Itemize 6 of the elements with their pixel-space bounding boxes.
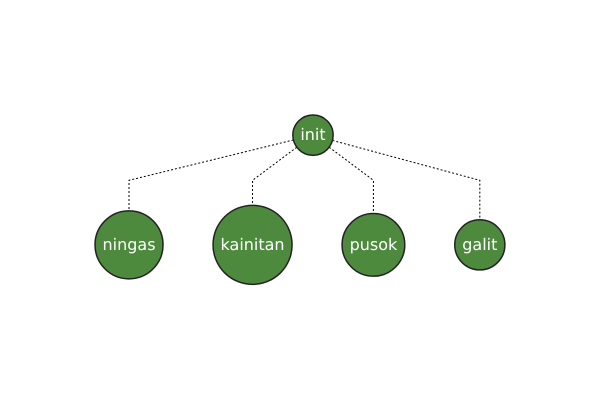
connector: [128, 140, 294, 212]
node-circle: pusok: [341, 213, 406, 278]
node-circle: init: [292, 114, 334, 156]
node-circle: kainitan: [212, 204, 293, 286]
node-circle: ningas: [94, 210, 164, 280]
node-circle: galit: [454, 219, 506, 271]
